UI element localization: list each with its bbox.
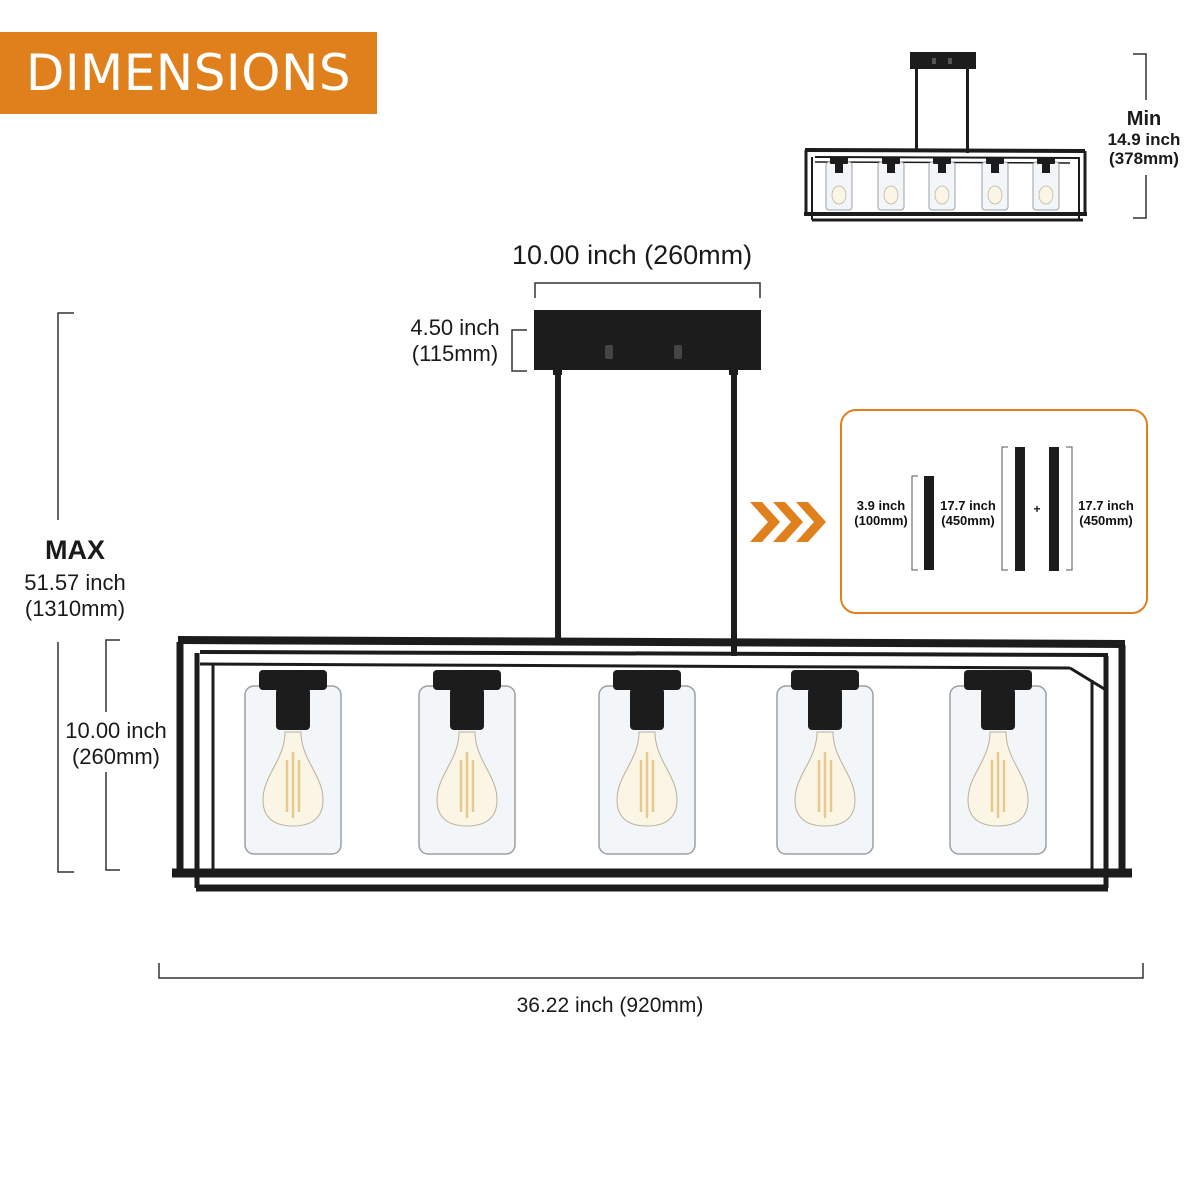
canopy-height-label: 4.50 inch (115mm): [400, 315, 510, 367]
min-height-bracket-top: [1133, 53, 1147, 100]
min-height-bracket-bottom: [1133, 175, 1147, 219]
canopy-screw: [605, 345, 613, 359]
rod-plus-sign: +: [1033, 502, 1041, 516]
downrod-right: [731, 372, 737, 656]
lamp: [244, 670, 342, 855]
max-height-inch: 51.57 inch: [24, 570, 126, 595]
body-height-mm: (260mm): [71, 744, 160, 769]
canopy-width-label: 10.00 inch (260mm): [512, 240, 753, 270]
body-width-label: 36.22 inch (920mm): [516, 994, 704, 1017]
min-fixture: [804, 52, 1087, 222]
canopy: [534, 310, 761, 370]
canopy-height-bracket: [511, 329, 527, 372]
lamp: [598, 670, 696, 855]
rod-long-a-mm: (450mm): [941, 513, 995, 528]
rods-panel: [840, 409, 1148, 614]
min-title: Min: [1126, 108, 1162, 130]
max-height-label: MAX 51.57 inch (1310mm): [14, 535, 136, 622]
rod-short-inch: 3.9 inch: [856, 498, 906, 513]
body-width-bracket: [158, 963, 1144, 979]
dimension-lines: [57, 53, 1147, 979]
max-height-bracket-bottom: [57, 642, 74, 873]
rod-long-b-mm: (450mm): [1079, 513, 1133, 528]
downrod-left: [555, 372, 561, 642]
canopy-height-inch: 4.50 inch: [410, 315, 500, 340]
min-lamp: [1032, 157, 1060, 211]
min-lamp: [825, 157, 853, 211]
min-canopy: [910, 52, 976, 69]
min-height-mm: (378mm): [1109, 149, 1179, 168]
rod-long-b-inch: 17.7 inch: [1078, 498, 1134, 513]
rod-short-mm: (100mm): [854, 513, 908, 528]
rod-long-a-label: 17.7 inch (450mm): [934, 498, 1002, 528]
lamp: [776, 670, 874, 855]
body-height-bracket-top: [105, 639, 120, 712]
lamp: [949, 670, 1047, 855]
max-title: MAX: [45, 535, 105, 565]
main-fixture: [172, 310, 1132, 892]
min-height-inch: 14.9 inch: [1107, 130, 1181, 149]
chevron-right-icon: [750, 502, 826, 542]
cage-frame: [172, 636, 1132, 892]
body-height-bracket-bottom: [105, 772, 120, 871]
dimensions-banner: DIMENSIONS: [0, 32, 377, 114]
max-height-mm: (1310mm): [24, 596, 126, 621]
min-lamp: [928, 157, 956, 211]
rod-long-b-label: 17.7 inch (450mm): [1072, 498, 1140, 528]
body-height-inch: 10.00 inch: [65, 718, 167, 743]
rod-long-a-inch: 17.7 inch: [940, 498, 996, 513]
min-height-label: Min 14.9 inch (378mm): [1098, 108, 1190, 168]
canopy-height-mm: (115mm): [411, 341, 499, 366]
min-lamp: [981, 157, 1009, 211]
body-height-label: 10.00 inch (260mm): [60, 718, 172, 770]
rod-short-label: 3.9 inch (100mm): [848, 498, 914, 528]
max-height-bracket-top: [57, 312, 74, 520]
min-lamp: [877, 157, 905, 211]
lamp: [418, 670, 516, 855]
canopy-screw: [674, 345, 682, 359]
canopy-width-bracket: [534, 282, 761, 298]
